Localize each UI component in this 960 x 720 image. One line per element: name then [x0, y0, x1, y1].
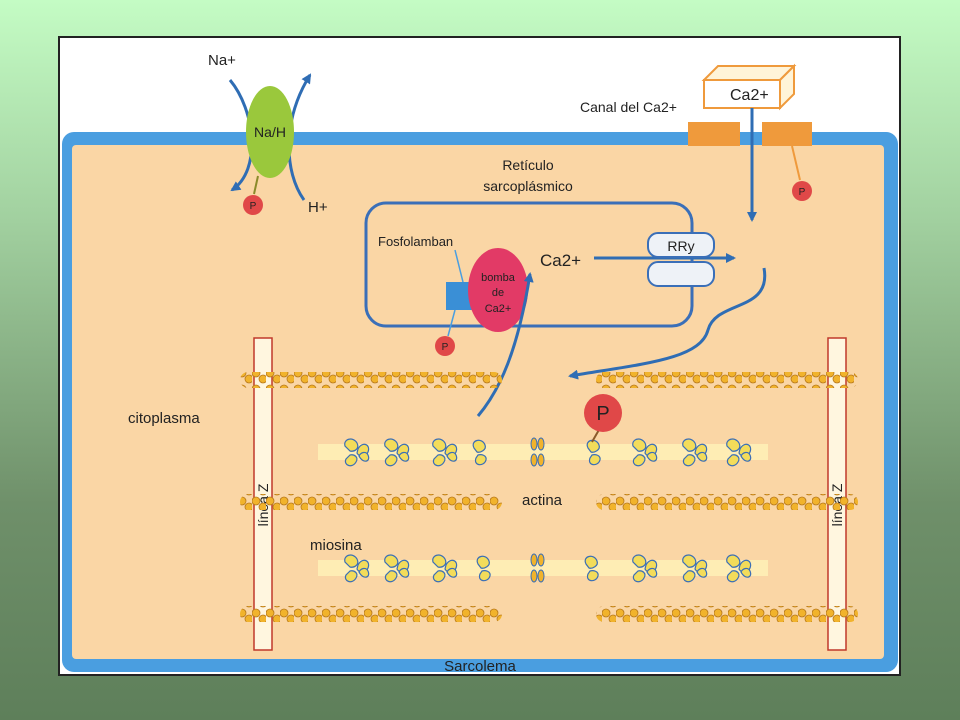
phosphate-icon	[435, 336, 455, 356]
nah-label: Na/H	[254, 124, 286, 140]
miosina-label: miosina	[310, 537, 362, 554]
ca-pump	[468, 248, 528, 332]
rry-label: RRy	[667, 238, 694, 254]
na-h-exchanger	[228, 73, 312, 215]
phosphate-icon	[792, 181, 812, 201]
phosphate-label-channel: P	[799, 187, 806, 198]
ryanodine-receptor	[647, 232, 715, 287]
canal-del-ca-label: Canal del Ca2+	[580, 99, 677, 115]
actin-filament	[596, 372, 858, 388]
cytoplasm	[72, 145, 884, 659]
actina-label: actina	[522, 492, 563, 509]
citoplasma-label: citoplasma	[128, 410, 200, 427]
reticulo-label-1: Retículo	[502, 157, 554, 173]
sarcolema-label: Sarcolema	[444, 658, 516, 675]
ca-reuptake-arrow	[476, 272, 534, 417]
phosphate-label-fosfolamban: P	[442, 342, 449, 353]
m-line	[530, 437, 545, 467]
h-plus-label: H+	[308, 199, 328, 216]
bomba-label-2: de	[492, 287, 504, 299]
actin-filament	[240, 494, 502, 510]
ca-channel-left	[688, 122, 740, 146]
na-plus-label: Na+	[208, 52, 236, 69]
actin-filament	[596, 494, 858, 510]
phosphate-label-large: P	[596, 403, 609, 425]
phosphate-label-nah: P	[250, 201, 257, 212]
actin-filament	[240, 606, 502, 622]
reticulo-label-2: sarcoplásmico	[483, 178, 573, 194]
m-line	[530, 553, 545, 583]
phosphate-icon	[584, 394, 622, 432]
fosfolamban-label: Fosfolamban	[378, 234, 453, 249]
ca-to-myofilament-arrow	[568, 267, 767, 380]
ca-ion-label: Ca2+	[540, 251, 581, 270]
actin-filament	[240, 372, 502, 388]
phosphate-icon	[243, 195, 263, 215]
ca-channel-box-label: Ca2+	[730, 87, 769, 104]
ca-channel-box	[701, 63, 797, 111]
bomba-label-1: bomba	[481, 272, 516, 284]
actin-filament	[596, 606, 858, 622]
bomba-label-3: Ca2+	[485, 303, 512, 315]
ca-channel-right	[762, 122, 812, 146]
